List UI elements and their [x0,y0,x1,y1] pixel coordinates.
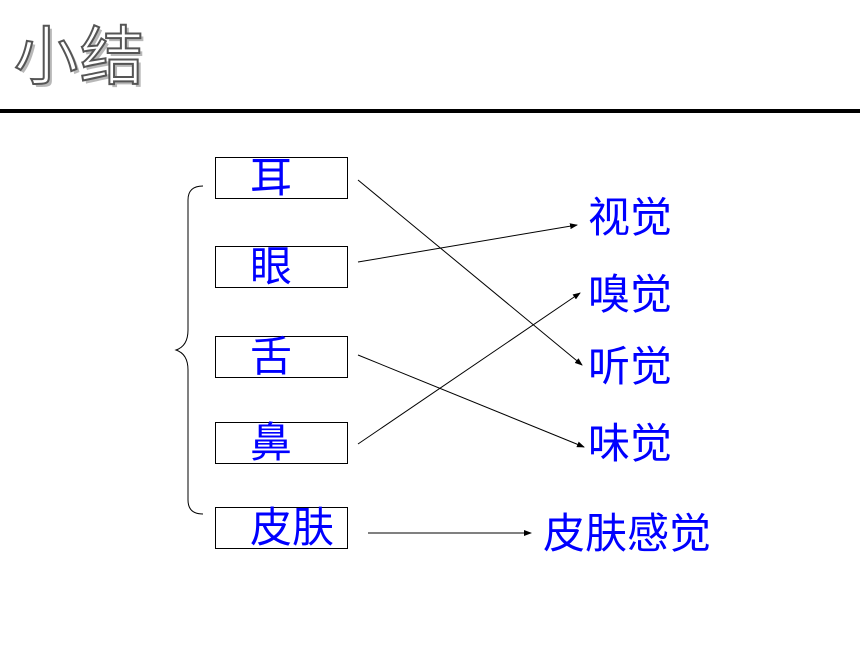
organ-label-eye: 眼 [250,242,293,291]
organ-label-skin: 皮肤 [250,503,335,552]
sense-label-smell: 嗅觉 [588,270,673,319]
sense-label-sight: 视觉 [588,193,673,242]
organ-label-ear: 耳 [250,153,293,202]
organ-box-eye: 眼 [215,242,348,291]
arrow-tongue-to-taste [357,354,585,448]
sense-label-taste: 味觉 [588,419,673,468]
slide-title: 小结 [13,21,146,95]
arrow-ear-to-hearing [357,179,583,366]
sense-label-touch: 皮肤感觉 [543,509,712,558]
organ-box-tongue: 舌 [215,332,348,381]
title-divider [0,109,860,113]
organ-box-nose: 鼻 [215,418,348,467]
organ-label-nose: 鼻 [250,418,293,467]
organ-box-skin: 皮肤 [215,503,348,552]
sense-label-hearing: 听觉 [588,342,673,391]
organ-group-brace [174,185,204,515]
organ-box-ear: 耳 [215,153,348,202]
arrow-nose-to-smell [357,292,581,445]
organ-label-tongue: 舌 [250,332,293,381]
arrow-eye-to-sight [357,223,578,263]
